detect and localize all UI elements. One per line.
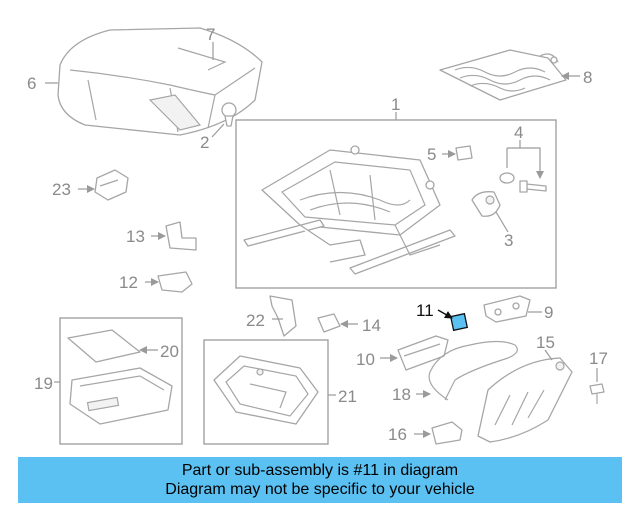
banner-line-1: Part or sub-assembly is #11 in diagram — [181, 462, 459, 479]
callout-9: 9 — [544, 303, 553, 322]
callout-3: 3 — [504, 231, 513, 250]
callout-8: 8 — [583, 68, 592, 87]
callout-17: 17 — [589, 349, 608, 368]
seat-cushion-part[interactable] — [57, 27, 263, 136]
callout-14: 14 — [362, 316, 381, 335]
callout-16: 16 — [388, 425, 407, 444]
connector-14-part[interactable] — [317, 313, 341, 333]
heater-pad-part[interactable] — [439, 49, 567, 101]
housing-21-part[interactable] — [213, 355, 319, 425]
screw-17-part[interactable] — [589, 383, 605, 404]
callout-15: 15 — [536, 333, 555, 352]
clip-16-part[interactable] — [431, 421, 463, 445]
nut-bolt-part[interactable] — [499, 172, 547, 193]
clip-5-part[interactable] — [455, 145, 473, 161]
callout-10: 10 — [356, 350, 375, 369]
callout-20: 20 — [160, 342, 179, 361]
housing-group-box — [203, 339, 329, 445]
callout-22: 22 — [246, 311, 265, 330]
leader-2 — [211, 123, 225, 138]
bracket-22-part[interactable] — [269, 295, 297, 337]
callout-6: 6 — [27, 74, 36, 93]
leader-15 — [544, 349, 553, 361]
info-banner: Part or sub-assembly is #11 in diagram D… — [18, 457, 622, 503]
callout-12: 12 — [119, 273, 138, 292]
callout-18: 18 — [392, 385, 411, 404]
motor-part[interactable] — [471, 191, 501, 217]
push-pin-part[interactable] — [221, 102, 237, 127]
callout-21: 21 — [338, 387, 357, 406]
side-shield-15-part[interactable] — [477, 357, 573, 443]
callout-11: 11 — [416, 301, 434, 320]
leader-3 — [495, 211, 509, 233]
storage-tray-19-part[interactable] — [69, 367, 173, 425]
trim-10-part[interactable] — [397, 335, 449, 371]
highlighted-part-11[interactable] — [449, 312, 469, 332]
callout-2: 2 — [200, 133, 209, 152]
leader-11 — [437, 309, 453, 319]
seat-frame-part[interactable] — [243, 145, 456, 275]
cable-18-part[interactable] — [428, 340, 518, 401]
banner-line-2: Diagram may not be specific to your vehi… — [165, 481, 475, 498]
tray-mat-20-part[interactable] — [67, 329, 141, 363]
bracket-12-part[interactable] — [157, 271, 193, 293]
callout-19: 19 — [34, 374, 53, 393]
bracket-13-part[interactable] — [165, 221, 197, 251]
callout-4: 4 — [514, 123, 523, 142]
switch-23-part[interactable] — [94, 169, 129, 201]
leader-4 — [506, 147, 540, 178]
callout-5: 5 — [427, 145, 436, 164]
callout-7: 7 — [206, 25, 215, 44]
callout-1: 1 — [391, 95, 400, 114]
bracket-9-part[interactable] — [483, 295, 531, 323]
callout-13: 13 — [126, 227, 145, 246]
tray-group-box — [59, 317, 183, 445]
callout-23: 23 — [52, 180, 71, 199]
